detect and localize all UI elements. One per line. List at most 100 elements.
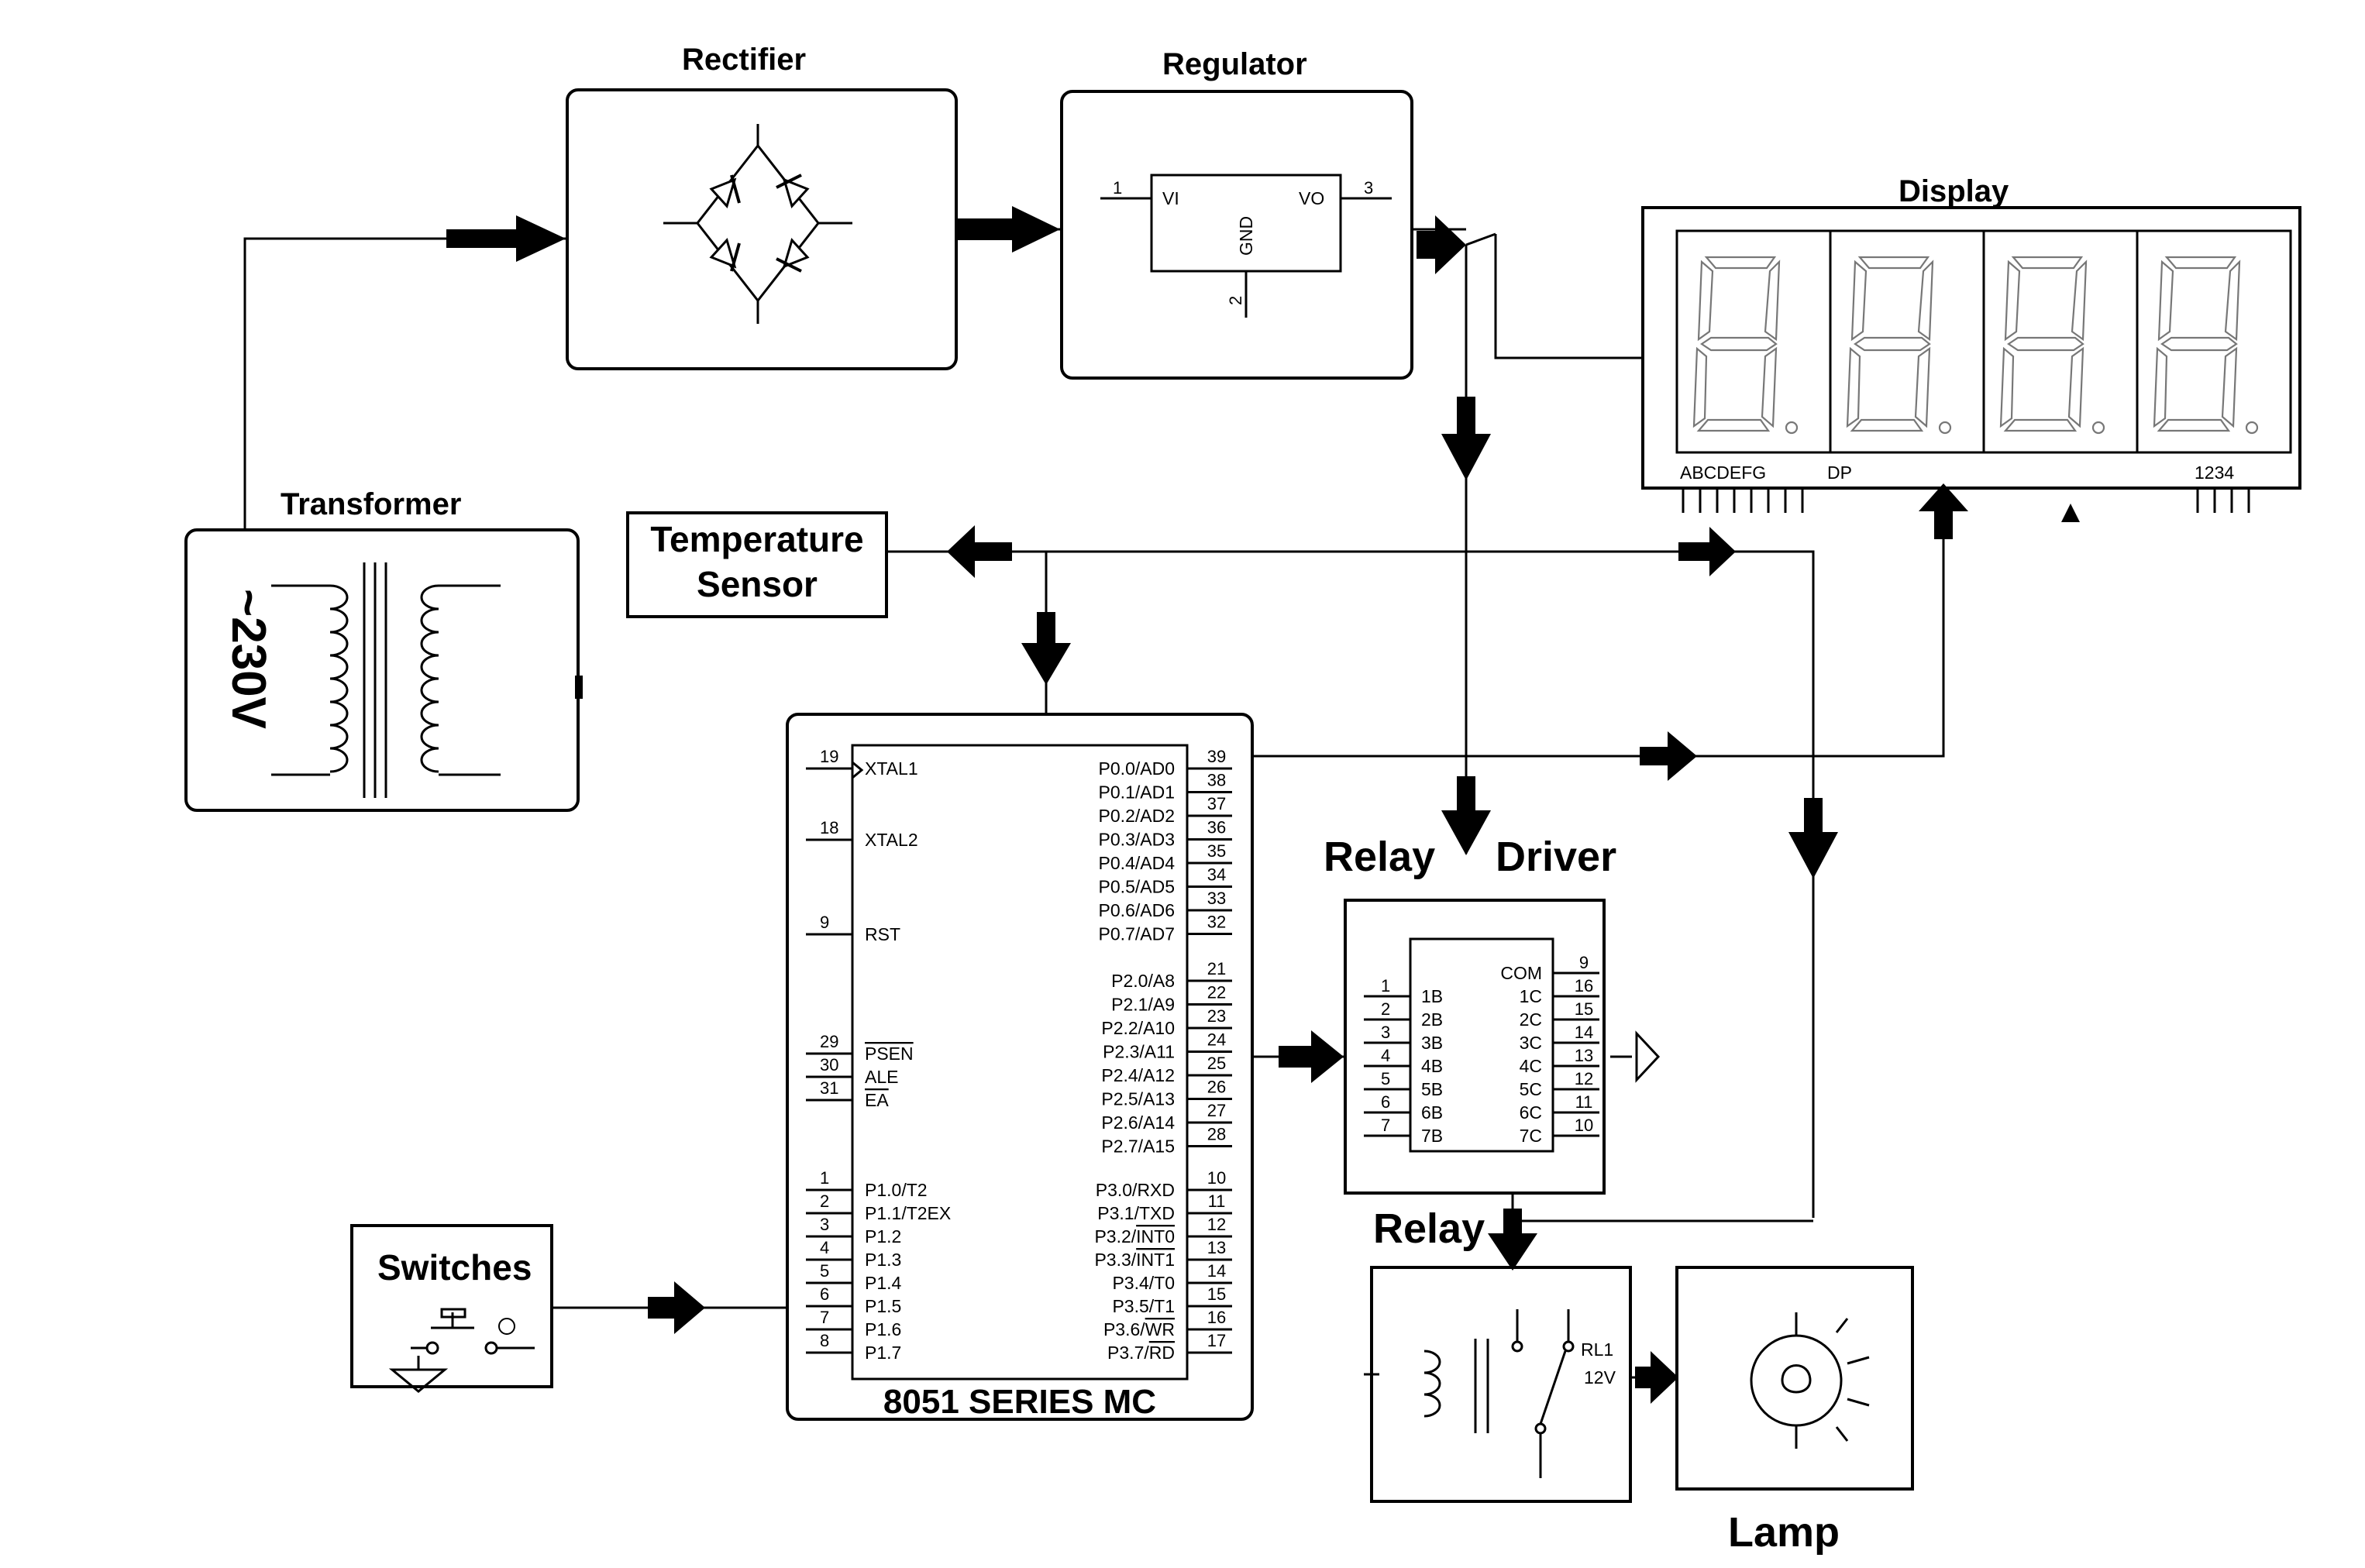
mcu-pin-name: P3.3/INT1: [1094, 1250, 1175, 1270]
seven-segment-display: ABCDEFG DP 1234: [1675, 229, 2292, 513]
mcu-pin-name: P0.6/AD6: [1099, 900, 1175, 920]
mcu-pin-name: PSEN: [865, 1044, 914, 1064]
arrow-down-right-bus: [1788, 798, 1838, 879]
driver-pin-number: 10: [1575, 1116, 1593, 1135]
relay-ref: RL1: [1581, 1339, 1613, 1360]
mcu-pin-number: 15: [1207, 1284, 1226, 1304]
display-segment: [1854, 336, 1931, 352]
display-segment: [2160, 336, 2238, 352]
relay-title: Relay: [1373, 1205, 1485, 1252]
display-decimal-point: [1785, 421, 1799, 435]
mcu-pin-name: P0.3/AD3: [1099, 830, 1175, 850]
mcu-pin-number: 14: [1207, 1261, 1226, 1281]
relay-driver-title-left: Relay: [1324, 834, 1435, 880]
driver-pin-number: 5: [1381, 1069, 1390, 1088]
display-segment: [1692, 346, 1708, 428]
mcu-pin-number: 16: [1207, 1308, 1226, 1327]
bridge-rectifier-symbol: [663, 124, 852, 324]
driver-pin-number: 16: [1575, 976, 1593, 995]
mcu-pin-number: 38: [1207, 771, 1226, 790]
driver-ground-symbol: [1610, 1030, 1661, 1083]
mcu-pin-number: 7: [820, 1308, 829, 1327]
display-segment: [2067, 346, 2084, 428]
arrow-relay-to-lamp: [1635, 1351, 1678, 1404]
mcu-pin-number: 17: [1207, 1331, 1226, 1350]
mcu-pin-name: P0.7/AD7: [1099, 924, 1175, 944]
driver-pin-number: 9: [1579, 953, 1589, 972]
lamp-symbol: [1750, 1312, 1870, 1449]
mcu-pin-name: P0.2/AD2: [1099, 806, 1175, 826]
mcu-pin-name: P1.2: [865, 1226, 901, 1246]
arrow-down-to-relay-driver: [1441, 397, 1491, 480]
display-digit-pins-label: 1234: [2195, 462, 2234, 483]
display-segment: [1761, 346, 1778, 428]
switch-ground-symbol: [388, 1356, 449, 1393]
display-segment: [2153, 346, 2168, 428]
voltage-label: ~230V: [222, 589, 275, 729]
mcu-pin-number: 24: [1207, 1030, 1226, 1050]
regulator-title: Regulator: [1162, 47, 1307, 81]
display-segment: [1704, 256, 1777, 270]
arrows: [446, 206, 2080, 1404]
mcu-pin-number: 2: [820, 1191, 829, 1211]
display-segment: [2071, 260, 2088, 342]
regulator-vo-label: VO: [1299, 188, 1324, 208]
mcu-pin-number: 25: [1207, 1054, 1226, 1073]
mcu-pin-name: P1.6: [865, 1319, 901, 1339]
driver-pin-name: 5C: [1520, 1079, 1542, 1099]
mcu-pin-number: 31: [820, 1078, 838, 1098]
relay-value: 12V: [1584, 1367, 1616, 1387]
mcu-pin-number: 18: [820, 818, 838, 837]
mcu-pinout: 19XTAL118XTAL29RST29PSEN30ALE31EA1P1.0/T…: [806, 744, 1232, 1381]
mcu-pin-number: 12: [1207, 1215, 1226, 1234]
display-segment: [1697, 260, 1714, 342]
arrow-sensor-bus-right: [1678, 527, 1736, 576]
rectifier-title: Rectifier: [682, 43, 806, 77]
mcu-pin-name: P0.0/AD0: [1099, 758, 1175, 779]
driver-pin-number: 3: [1381, 1023, 1390, 1042]
driver-pin-name: 3C: [1520, 1033, 1542, 1053]
mcu-pin-name: P3.0/RXD: [1096, 1180, 1175, 1200]
driver-pin-number: 15: [1575, 999, 1593, 1019]
seven-segment-digit: [1846, 256, 1952, 435]
display-segment: [2164, 256, 2237, 270]
driver-pin-name: COM: [1500, 963, 1542, 983]
arrow-up-to-display: [1919, 483, 1968, 539]
mcu-pin-name: EA: [865, 1090, 889, 1110]
mcu-pin-name: ALE: [865, 1067, 898, 1087]
lamp-block: [1675, 1266, 1914, 1491]
mcu-pin-number: 29: [820, 1032, 838, 1051]
display-decimal-point: [2091, 421, 2105, 435]
temperature-sensor-title-1: Temperature: [650, 519, 863, 559]
mcu-title: 8051 SERIES MC: [883, 1383, 1156, 1421]
driver-pin-number: 6: [1381, 1092, 1390, 1112]
arrow-mcu-to-display: [1640, 731, 1697, 781]
seven-segment-digit: [2153, 256, 2259, 435]
relay-block: [1370, 1266, 1632, 1503]
mcu-pin-name: P2.2/A10: [1101, 1018, 1175, 1038]
display-segment: [1917, 260, 1934, 342]
mcu-pin-name: P0.1/AD1: [1099, 782, 1175, 803]
mcu-pin-name: P1.4: [865, 1273, 902, 1293]
regulator-vi-label: VI: [1162, 188, 1179, 208]
display-segment: [1696, 418, 1771, 432]
display-segment: [1850, 418, 1924, 432]
driver-pin-name: 4C: [1520, 1056, 1542, 1076]
regulator-gnd-label: GND: [1236, 216, 1256, 256]
diode-4: [782, 238, 810, 269]
display-decimal-point: [2245, 421, 2259, 435]
mcu-pin-name: RST: [865, 924, 900, 944]
regulator-ic: VI VO GND 1 3 2: [1100, 174, 1392, 318]
driver-pin-number: 13: [1575, 1046, 1593, 1065]
regulator-pin-2: 2: [1226, 296, 1245, 305]
driver-pin-name: 6C: [1520, 1102, 1542, 1123]
mcu-pin-number: 27: [1207, 1101, 1226, 1120]
regulator-pin-1: 1: [1113, 178, 1122, 198]
arrow-sensor-to-mcu: [1021, 612, 1071, 685]
mcu-pin-number: 19: [820, 747, 838, 766]
mcu-pin-name: XTAL2: [865, 830, 918, 850]
driver-pin-name: 7B: [1421, 1126, 1443, 1146]
relay-driver-title-right: Driver: [1496, 834, 1616, 880]
